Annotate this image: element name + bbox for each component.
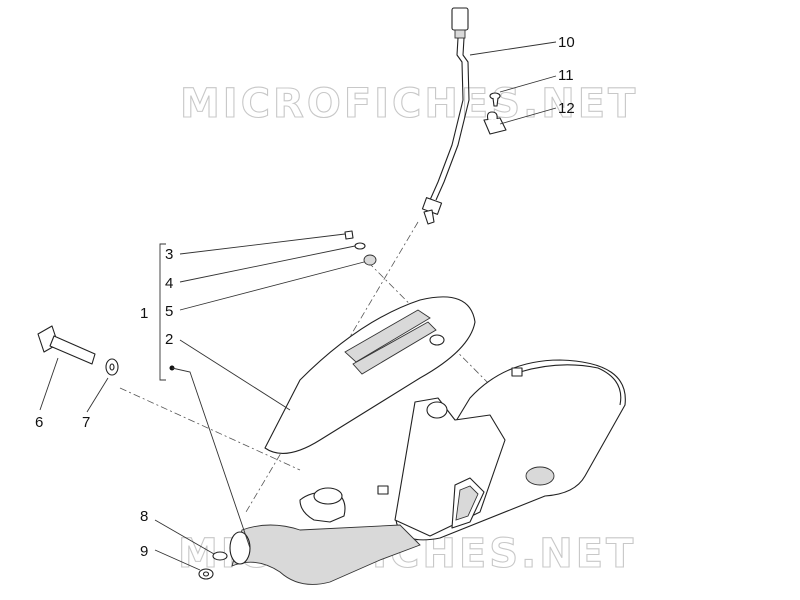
callout-6: 6	[35, 414, 43, 431]
callout-10: 10	[558, 34, 575, 51]
leader-11	[499, 75, 557, 93]
sensor-cable-edge	[435, 37, 470, 201]
leader-3	[179, 233, 346, 255]
watermark-top: MICROFICHES.NET	[180, 81, 638, 127]
leader-7	[86, 377, 109, 413]
muffler-stud	[377, 485, 389, 495]
bolt-part-6	[37, 325, 96, 365]
washer-part-7	[105, 358, 119, 376]
callout-12: 12	[558, 100, 575, 117]
leader-lines	[39, 41, 557, 571]
muffler-body	[377, 359, 626, 541]
nut-washer-parts-8-9	[198, 551, 228, 580]
exhaust-manifold	[229, 487, 421, 585]
leader-group-dot	[171, 367, 251, 549]
leader-8	[154, 519, 215, 555]
heat-shield-hole	[429, 334, 445, 346]
bolt-shank	[49, 335, 96, 365]
manifold-pipe	[231, 524, 421, 585]
grommet-part-5	[363, 254, 377, 266]
sensor-cable	[429, 37, 464, 201]
manifold-inlet	[229, 531, 251, 565]
leader-4	[179, 245, 356, 283]
screw-part-3	[344, 230, 354, 240]
muffler-vent	[455, 485, 479, 521]
sensor-connector	[451, 7, 469, 31]
nut-hole	[202, 571, 210, 577]
manifold-port	[313, 487, 343, 505]
sensor-tip	[423, 209, 435, 225]
connector-collar	[454, 29, 466, 39]
axis-shield-screws	[367, 261, 506, 401]
callout-9: 9	[140, 543, 148, 560]
screw-shank	[492, 97, 499, 107]
small-parts-3-4-5	[344, 230, 377, 266]
callout-8: 8	[140, 508, 148, 525]
callout-2: 2	[165, 331, 173, 348]
cable-clip-part-12	[483, 111, 507, 135]
callout-4: 4	[165, 275, 173, 292]
muffler-outlet	[525, 466, 555, 486]
heat-shield-slot-1	[344, 309, 431, 363]
bracket-line	[159, 243, 166, 381]
leader-9	[154, 549, 201, 571]
callout-11: 11	[558, 67, 574, 84]
callout-1: 1	[140, 305, 148, 322]
muffler-top-stud	[511, 367, 523, 377]
leader-12	[499, 107, 557, 125]
clip-loop	[486, 111, 498, 121]
washer-hole	[109, 363, 115, 371]
leader-10	[469, 41, 557, 56]
screw-part-11	[489, 92, 501, 107]
lambda-sensor-part	[421, 7, 470, 225]
callout-3: 3	[165, 246, 173, 263]
heat-shield-part-2	[264, 296, 476, 454]
leader-2	[179, 339, 291, 411]
callout-5: 5	[165, 303, 173, 320]
leader-5	[179, 261, 365, 311]
mount-bushing	[426, 401, 448, 419]
washer-part-8	[212, 551, 228, 561]
heat-shield-slot-2	[352, 321, 437, 375]
axis-bolt	[119, 387, 301, 471]
washer-part-4	[354, 242, 366, 250]
callout-7: 7	[82, 414, 90, 431]
leader-6	[39, 357, 59, 411]
callout-numbers: 1 2 3 4 5 6 7 8 9 10 11 12	[35, 34, 575, 560]
muffler-top-edge	[519, 364, 622, 406]
